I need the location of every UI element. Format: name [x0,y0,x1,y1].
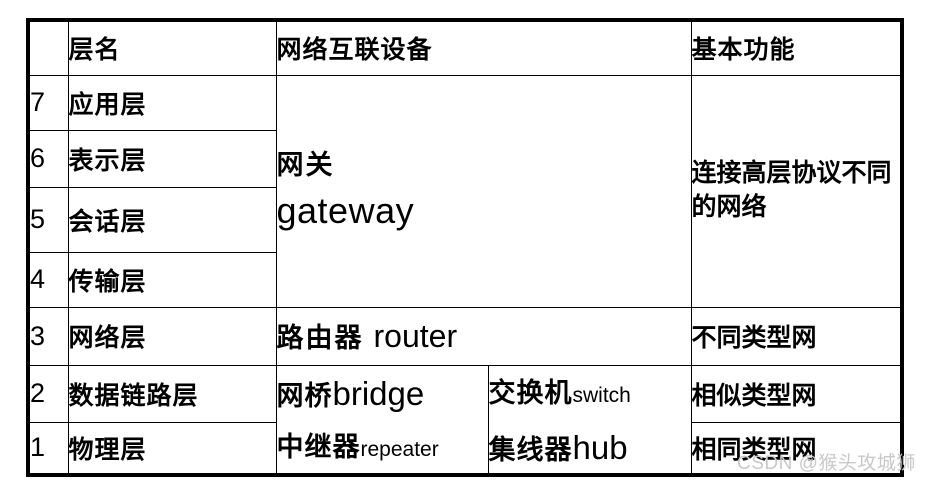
table-row: 7 应用层 网关 gateway 连接高层协议不同的网络 [27,74,903,308]
table-row: 4 传输层 [27,251,902,308]
function-cell-layer-1: 相同类型网 [690,421,903,476]
layer-number-4: 4 [27,251,69,308]
device-cell-hub: 集线器hub [488,422,691,473]
device-cell-switch: 交换机switch [488,365,691,422]
layer-name-3: 网络层 [67,306,277,366]
bridge-label-cn: 网桥 [276,381,333,412]
repeater-label-cn: 中继器 [276,432,361,462]
device-cell-layer-1: 中继器repeater 集线器hub [276,422,691,475]
repeater-label-en: repeater [360,438,439,461]
layer-number-6: 6 [27,129,69,188]
layer-name-4: 传输层 [67,251,277,308]
table-row: 5 会话层 [27,186,902,253]
header-cell-number [27,19,69,76]
device-cell-bridge: 网桥bridge [276,365,489,422]
layer-name-2: 数据链路层 [67,364,277,423]
layer-name-1: 物理层 [67,421,277,476]
header-cell-layer-name: 层名 [67,19,277,76]
router-label-en: router [373,318,458,354]
router-label-cn: 路由器 [276,323,364,353]
hub-label-en: hub [572,429,628,466]
gateway-label-en: gateway [276,190,415,232]
device-cell-router: 路由器 router [275,306,692,366]
device-cell-gateway: 网关 gateway [275,74,692,308]
function-cell-layer-3: 不同类型网 [690,306,903,366]
function-cell-upper: 连接高层协议不同的网络 [690,74,903,308]
bridge-label-en: bridge [332,375,425,413]
switch-label-cn: 交换机 [488,378,573,409]
table-row: 2 数据链路层 网桥bridge 交换机switch 相似类型网 [27,364,903,423]
function-cell-layer-2: 相似类型网 [690,364,903,423]
table-row: 6 表示层 [27,129,902,188]
layer-number-3: 3 [27,306,69,366]
table-row: 3 网络层 路由器 router 不同类型网 [27,306,903,366]
layer-number-7: 7 [27,74,69,131]
layer-name-5: 会话层 [67,186,277,253]
layer-name-7: 应用层 [67,74,277,131]
header-cell-function: 基本功能 [690,19,903,76]
layer-number-2: 2 [27,364,69,423]
table-row: 1 物理层 中继器repeater 集线器hub 相同类型网 [27,421,903,476]
device-cell-layer-2: 网桥bridge 交换机switch [276,365,691,422]
layer-name-6: 表示层 [67,129,277,188]
layer-number-5: 5 [27,186,69,253]
table-header-row: 层名 网络互联设备 基本功能 [27,19,903,76]
header-cell-device: 网络互联设备 [275,19,692,76]
layer-number-1: 1 [27,421,69,476]
gateway-label-cn: 网关 [276,150,335,181]
osi-layer-device-table: 层名 网络互联设备 基本功能 7 应用层 网关 gateway 连接高层协议不同… [26,18,904,477]
device-cell-repeater: 中继器repeater [276,422,489,473]
switch-label-en: switch [572,384,631,408]
hub-label-cn: 集线器 [488,435,573,465]
